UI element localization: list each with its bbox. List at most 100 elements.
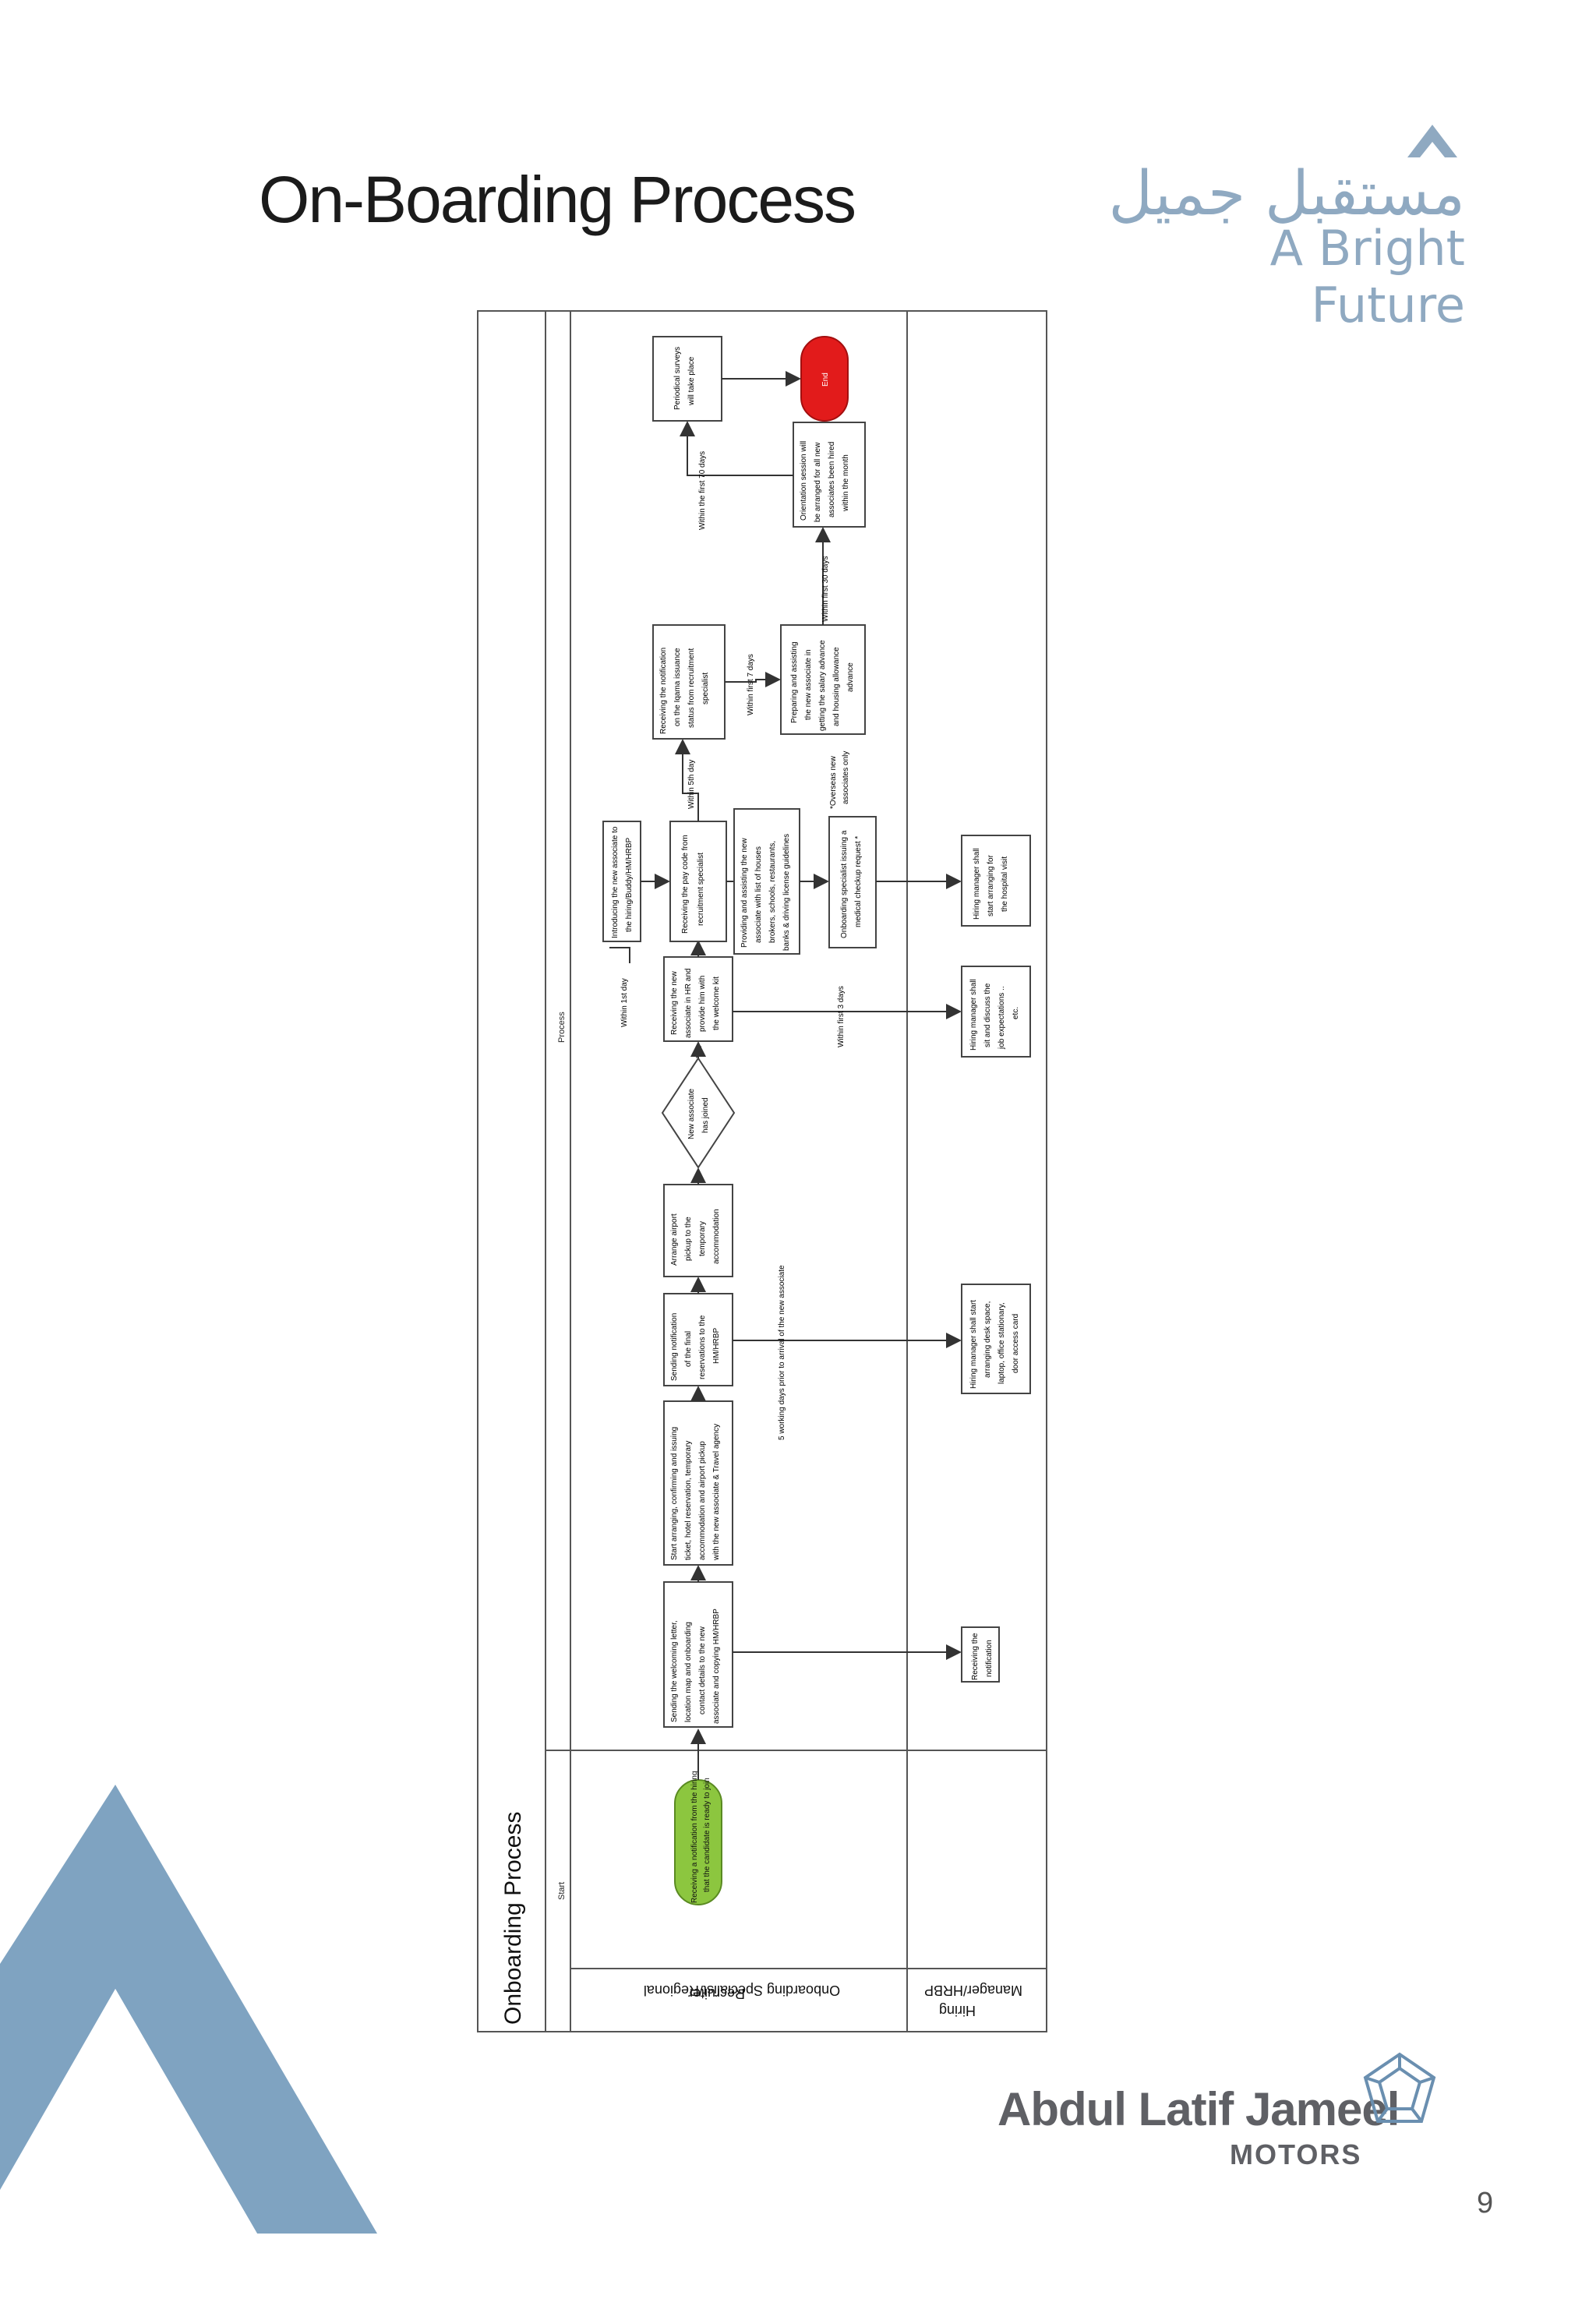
step-introduce-text-2: the hiring/Buddy/HM/HRBP [625,838,634,932]
decision-new-associate [661,1057,736,1169]
step-orientation-text-4: within the month [842,454,850,512]
brand-chevron-icon [1407,125,1457,157]
step-salary-text-1: Preparing and assisting [790,641,799,723]
label-within-3-days: Within first 3 days [837,986,846,1047]
hm-job-text-4: etc. [1012,1007,1020,1019]
step-airport-pickup-text-3: temporary [698,1221,707,1256]
diagram-title: Onboarding Process [500,1812,526,2025]
step-travel-text-3: accommodation and airport pickup [698,1441,707,1560]
hm-hospital-text-2: start arranging for [987,854,995,916]
hm-receive-text-2: notification [985,1640,994,1677]
step-salary-text-3: getting the salary advance [818,640,827,731]
step-airport-pickup-text-4: accommodation [712,1209,721,1264]
hm-hospital-visit [961,835,1031,927]
step-welcome-letter [663,1581,733,1728]
decision-text-1: New associate [687,1089,696,1139]
start-text-1: Receiving a notification from the hiring [690,1771,699,1903]
hm-hospital-text-3: the hospital visit [1001,856,1009,912]
step-orientation-text-2: be arranged for all new [814,442,822,522]
step-receive-associate [663,956,733,1042]
brand-tagline: A Bright Future [1269,220,1465,334]
step-iqama-text-2: on the Iqama issuance [673,648,682,726]
decision-yes-label: Yes [695,1046,704,1058]
page-title: On-Boarding Process [259,163,856,236]
note-overseas-2: associates only [842,751,850,804]
step-periodical-surveys [652,336,722,422]
step-travel-text-2: ticket, hotel reservation, temporary [684,1441,693,1560]
step-travel-text-1: Start arranging, confirming and issuing [670,1427,679,1560]
step-salary-text-5: advance [846,662,855,692]
step-iqama-text-1: Receiving the notification [659,648,668,734]
step-send-reservations-text-3: reservations to the [698,1315,707,1379]
step-send-reservations-text-1: Sending notification [670,1313,679,1381]
step-send-reservations-text-2: of the final [684,1331,693,1367]
step-houses-text-3: brokers, schools, restaurants, [768,841,777,943]
hm-desk-text-4: door access card [1012,1314,1020,1373]
step-travel-arrangement [663,1400,733,1566]
hm-desk-text-3: laptop, office stationary, [998,1302,1006,1384]
lane-label-hm: Hiring [939,2003,976,2018]
step-introduce-text-1: Introducing the new associate to [611,826,620,938]
step-medical-text-1: Onboarding specialist issuing a [840,830,849,938]
label-within-1st-day: Within 1st day [620,978,629,1027]
decision-text-2: has joined [701,1097,710,1133]
hm-receive-notification [961,1626,1000,1683]
hm-job-text-1: Hiring manager shall [969,979,978,1051]
step-welcome-letter-text-2: location map and onboarding [684,1622,693,1722]
step-iqama-text-4: specialist [701,673,710,705]
step-pay-code-text-2: recruitment specialist [697,853,705,926]
company-sub: MOTORS [1230,2138,1362,2170]
step-salary-text-2: the new associate in [804,649,813,720]
lane-label-recruiter-2: Recruiter [688,1986,745,2001]
step-airport-pickup-text-1: Arrange airport [670,1213,679,1266]
step-salary-text-4: and housing allowance [832,647,841,726]
label-5-working-days: 5 working days prior to arrival of the n… [778,1265,786,1440]
hm-job-expectations [961,966,1031,1058]
hm-hospital-text-1: Hiring manager shall [973,848,981,920]
step-send-reservations-text-4: HM/HRBP [712,1328,721,1364]
step-welcome-letter-text-3: contact details to the new [698,1626,707,1714]
lane-label-hm-2: Manager/HRBP [924,1983,1022,1998]
diagram-frame [477,310,1047,2032]
label-within-7-days: Within first 7 days [747,654,755,715]
label-within-5th-day: Within 5th day [687,760,696,809]
step-iqama-text-3: status from recruitment [687,648,696,728]
hm-desk-text-2: arranging desk space, [983,1301,992,1378]
step-travel-text-4: with the new associate & Travel agency [712,1424,721,1561]
step-welcome-letter-text-1: Sending the welcoming letter, [670,1620,679,1722]
hm-receive-text-1: Receiving the [971,1633,980,1680]
step-orientation-text-3: associates been hired [828,442,836,517]
start-text-2: that the candidate is ready to join [703,1778,711,1892]
onboarding-flowchart: Onboarding Process Start Process Onboard… [477,310,1047,2032]
step-receive-associate-text-1: Receiving the new [670,971,679,1035]
step-surveys-text-1: Periodical surveys [673,347,682,410]
end-text: End [821,373,830,387]
step-receive-associate-text-4: the welcome kit [712,976,721,1030]
step-medical-checkup [828,816,877,948]
page-number: 9 [1477,2187,1494,2219]
step-houses-text-1: Providing and assisting the new [740,838,749,948]
step-receive-associate-text-3: provide him with [698,976,707,1032]
company-logo-icon [1363,2052,1436,2123]
step-pay-code-text-1: Receiving the pay code from [681,835,690,934]
company-name: Abdul Latif Jameel [998,2083,1400,2135]
step-introduce-associate [602,821,641,942]
step-receive-associate-text-2: associate in HR and [684,969,693,1039]
decorative-triangle [0,1785,377,2234]
phase-process-label: Process [557,1012,567,1043]
step-welcome-letter-text-4: associate and copying HM/HRBP [712,1609,721,1724]
step-orientation-text-1: Orientation session will [800,441,808,521]
note-overseas-1: *Overseas new [829,755,838,809]
step-houses-text-4: banks & driving license guidelines [782,834,791,951]
step-orientation [793,422,866,528]
step-surveys-text-2: will take place [687,356,696,406]
step-airport-pickup-text-2: pickup to the [684,1217,693,1261]
step-houses-text-2: associate with list of houses [754,846,763,943]
phase-start-label: Start [557,1882,567,1900]
hm-desk-text-1: Hiring manager shall start [969,1300,978,1389]
label-within-30-days: Within first 30 days [821,556,830,622]
hm-job-text-3: job expectations .. [998,986,1006,1050]
lane-label-recruiter: Onboarding Specialist/Regional [644,1983,840,1998]
step-medical-text-2: medical checkup request * [854,836,863,927]
step-airport-pickup [663,1184,733,1277]
